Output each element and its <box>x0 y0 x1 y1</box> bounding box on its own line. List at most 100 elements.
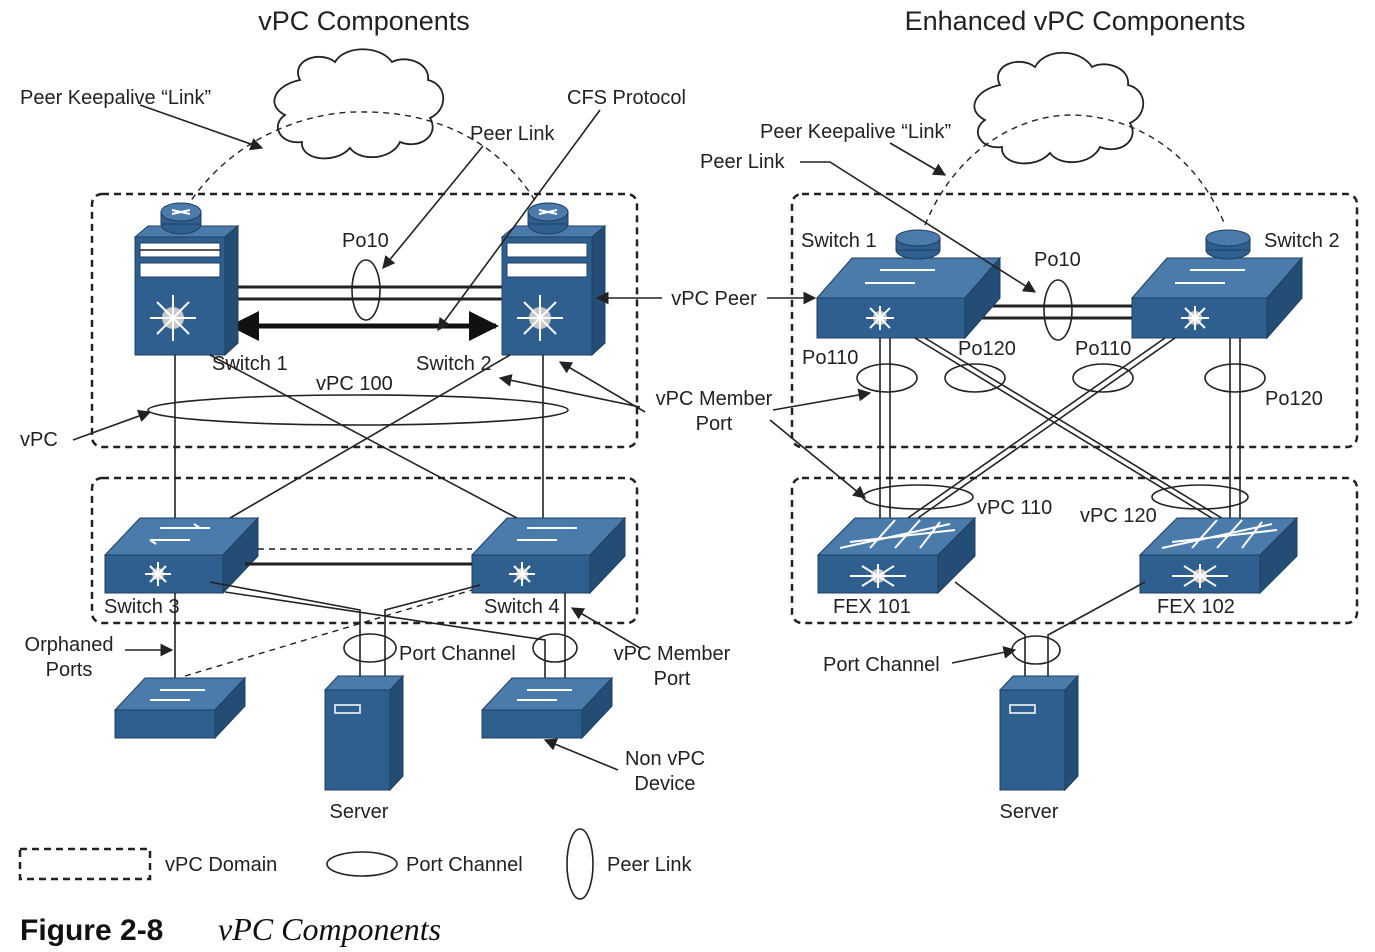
right-vpc120-label: vPC 120 <box>1080 505 1157 527</box>
peer-link-oval-po10 <box>351 259 381 321</box>
r-link-s1-fex102-a <box>914 337 1216 521</box>
right-switch2-device <box>1130 229 1304 340</box>
left-server-label: Server <box>330 801 389 823</box>
vpc100-oval <box>147 394 569 426</box>
nonvpc-port-channel-oval <box>532 633 578 663</box>
member-port-arrow-2 <box>558 361 646 413</box>
po110-right-oval <box>1072 363 1134 393</box>
switch4-device <box>470 516 627 595</box>
right-peerlink-arrow <box>800 161 1037 293</box>
po120-right-oval <box>1204 363 1266 393</box>
vpc-domain-top-right <box>790 192 1359 449</box>
fex102-device <box>1138 516 1299 595</box>
r-link-s2-fex101-b <box>914 337 1176 521</box>
orphan-dashed <box>184 589 473 677</box>
legend-peer-link-label: Peer Link <box>607 854 692 876</box>
right-title: Enhanced vPC Components <box>905 6 1246 36</box>
fex101-server-link <box>954 581 1026 690</box>
legend-port-channel-label: Port Channel <box>406 854 523 876</box>
left-po10-label: Po10 <box>342 230 389 252</box>
right-po10-label: Po10 <box>1034 249 1081 271</box>
peerlink-pointer-arrow <box>382 145 484 269</box>
right-switch1-label: Switch 1 <box>801 230 877 252</box>
s3-server-link <box>209 581 361 690</box>
keepalive-arc-right <box>924 114 1226 226</box>
vpc120-oval <box>1151 484 1249 510</box>
cloud-icon <box>273 48 445 160</box>
left-title: vPC Components <box>258 6 470 36</box>
figure-caption: Figure 2-8 vPC Components <box>20 911 441 947</box>
legend-port-channel-swatch <box>326 851 398 877</box>
vpc-domain-top <box>90 192 639 449</box>
right-port-channel-arrow <box>951 646 1017 664</box>
left-switch2-label: Switch 2 <box>416 353 492 375</box>
fex102-server-link <box>1047 581 1146 690</box>
left-keepalive-label: Peer Keepalive “Link” <box>20 87 211 109</box>
right-vpc110-label: vPC 110 <box>977 497 1052 519</box>
legend: vPC Domain Port Channel Peer Link <box>18 828 692 900</box>
vpc-domain-bottom-right <box>790 476 1359 625</box>
right-peer-link-oval <box>1043 279 1073 341</box>
left-vpc-label: vPC <box>20 429 58 451</box>
right-fex102-label: FEX 102 <box>1157 596 1235 618</box>
server-left-device <box>323 674 405 792</box>
r-link-s1-fex102-b <box>924 337 1226 521</box>
server-port-channel-oval <box>343 633 397 663</box>
keepalive-arrow <box>139 104 264 151</box>
po110-left-oval <box>856 363 918 393</box>
right-panel: Enhanced vPC Components <box>700 6 1359 823</box>
member-port-arrow-1 <box>498 374 641 408</box>
legend-vpc-domain-label: vPC Domain <box>165 854 277 876</box>
vpc-peer-annotation: vPC Peer <box>595 288 817 310</box>
switch2-chassis <box>500 202 607 357</box>
right-po110-right-label: Po110 <box>1075 338 1131 360</box>
vpc-peer-label: vPC Peer <box>671 288 757 310</box>
left-switch3-label: Switch 3 <box>104 596 180 618</box>
left-member-port-label-2: Port <box>696 413 733 435</box>
link-s1-s4 <box>209 354 531 526</box>
member-port-bottom-arrow <box>570 607 641 649</box>
left-peerlink-label: Peer Link <box>470 123 555 145</box>
switch3-device <box>103 516 260 595</box>
right-peerlink-label: Peer Link <box>700 151 785 173</box>
right-keepalive-arrow <box>889 142 947 176</box>
caption-text: vPC Components <box>218 911 441 947</box>
right-po110-left-label: Po110 <box>802 347 858 369</box>
right-server-port-channel-oval <box>1011 635 1061 665</box>
left-member-port-bottom-label-2: Port <box>654 668 691 690</box>
left-port-channel-label: Port Channel <box>399 643 516 665</box>
right-switch2-label: Switch 2 <box>1264 230 1340 252</box>
left-panel: vPC Components <box>20 6 773 823</box>
right-switch1-device <box>815 229 1002 340</box>
right-po120-right-label: Po120 <box>1265 388 1323 410</box>
left-switch4-label: Switch 4 <box>484 596 560 618</box>
left-cfs-label: CFS Protocol <box>567 87 686 109</box>
cfs-pointer-arrow <box>437 109 601 332</box>
left-vpc100-label: vPC 100 <box>316 373 393 395</box>
right-member-port-arrow-2 <box>769 419 866 499</box>
right-fex101-label: FEX 101 <box>833 596 911 618</box>
nonvpc-switch-device <box>480 676 614 740</box>
vpc-pointer-arrow <box>72 409 152 441</box>
legend-vpc-domain-swatch <box>18 847 152 881</box>
left-member-port-label-1: vPC Member <box>656 388 773 410</box>
left-orphaned-label-2: Ports <box>46 659 93 681</box>
left-nonvpc-label-2: Device <box>634 773 695 795</box>
right-member-port-arrow-1 <box>772 388 872 411</box>
legend-peer-link-swatch <box>566 828 594 900</box>
right-po120-left-label: Po120 <box>958 338 1016 360</box>
left-orphaned-label-1: Orphaned <box>25 634 114 656</box>
left-member-port-bottom-label-1: vPC Member <box>614 643 731 665</box>
caption-number: Figure 2-8 <box>20 914 163 947</box>
server-right-device <box>998 674 1080 792</box>
r-link-s2-fex101-a <box>904 337 1166 521</box>
left-switch1-label: Switch 1 <box>212 353 288 375</box>
orphan-switch-device <box>113 676 247 740</box>
s4-server-link <box>384 584 481 690</box>
right-keepalive-label: Peer Keepalive “Link” <box>760 121 951 143</box>
po120-left-oval <box>944 363 1006 393</box>
cloud-icon-right <box>973 52 1145 165</box>
left-nonvpc-label-1: Non vPC <box>625 748 705 770</box>
vpc-domain-bottom <box>90 476 639 625</box>
